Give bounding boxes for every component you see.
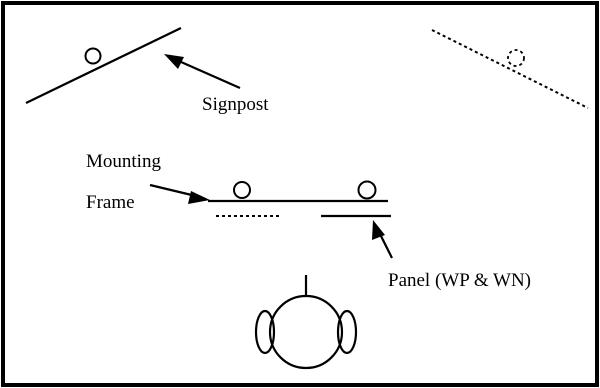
signpost-dotted [431, 29, 589, 109]
signpost-arrow [164, 54, 241, 90]
panel-label: Panel (WP & WN) [388, 270, 531, 291]
viewer-ear-left [254, 309, 276, 355]
mounting-frame-label-line2: Frame [86, 192, 135, 213]
signpost-solid-circle [84, 47, 102, 65]
signpost-arrowhead [164, 54, 184, 69]
mounting-frame [208, 180, 388, 203]
signpost-dotted-circle [507, 49, 525, 67]
viewer-head [254, 275, 358, 370]
mounting-frame-circle-right [357, 180, 377, 200]
mounting-frame-arrow [149, 183, 210, 204]
viewer-ear-right [336, 309, 358, 355]
panel-arrowhead [372, 220, 385, 240]
viewer-face [268, 294, 344, 370]
mounting-frame-arrowhead [188, 191, 210, 204]
signpost-dotted-line [431, 29, 589, 109]
signpost-solid-line [25, 27, 182, 104]
mounting-frame-label-line1: Mounting [86, 151, 161, 172]
signpost-label: Signpost [202, 94, 269, 115]
mounting-frame-circle-left [233, 181, 251, 199]
signpost-solid [25, 27, 182, 104]
panel-arrow [372, 220, 393, 259]
